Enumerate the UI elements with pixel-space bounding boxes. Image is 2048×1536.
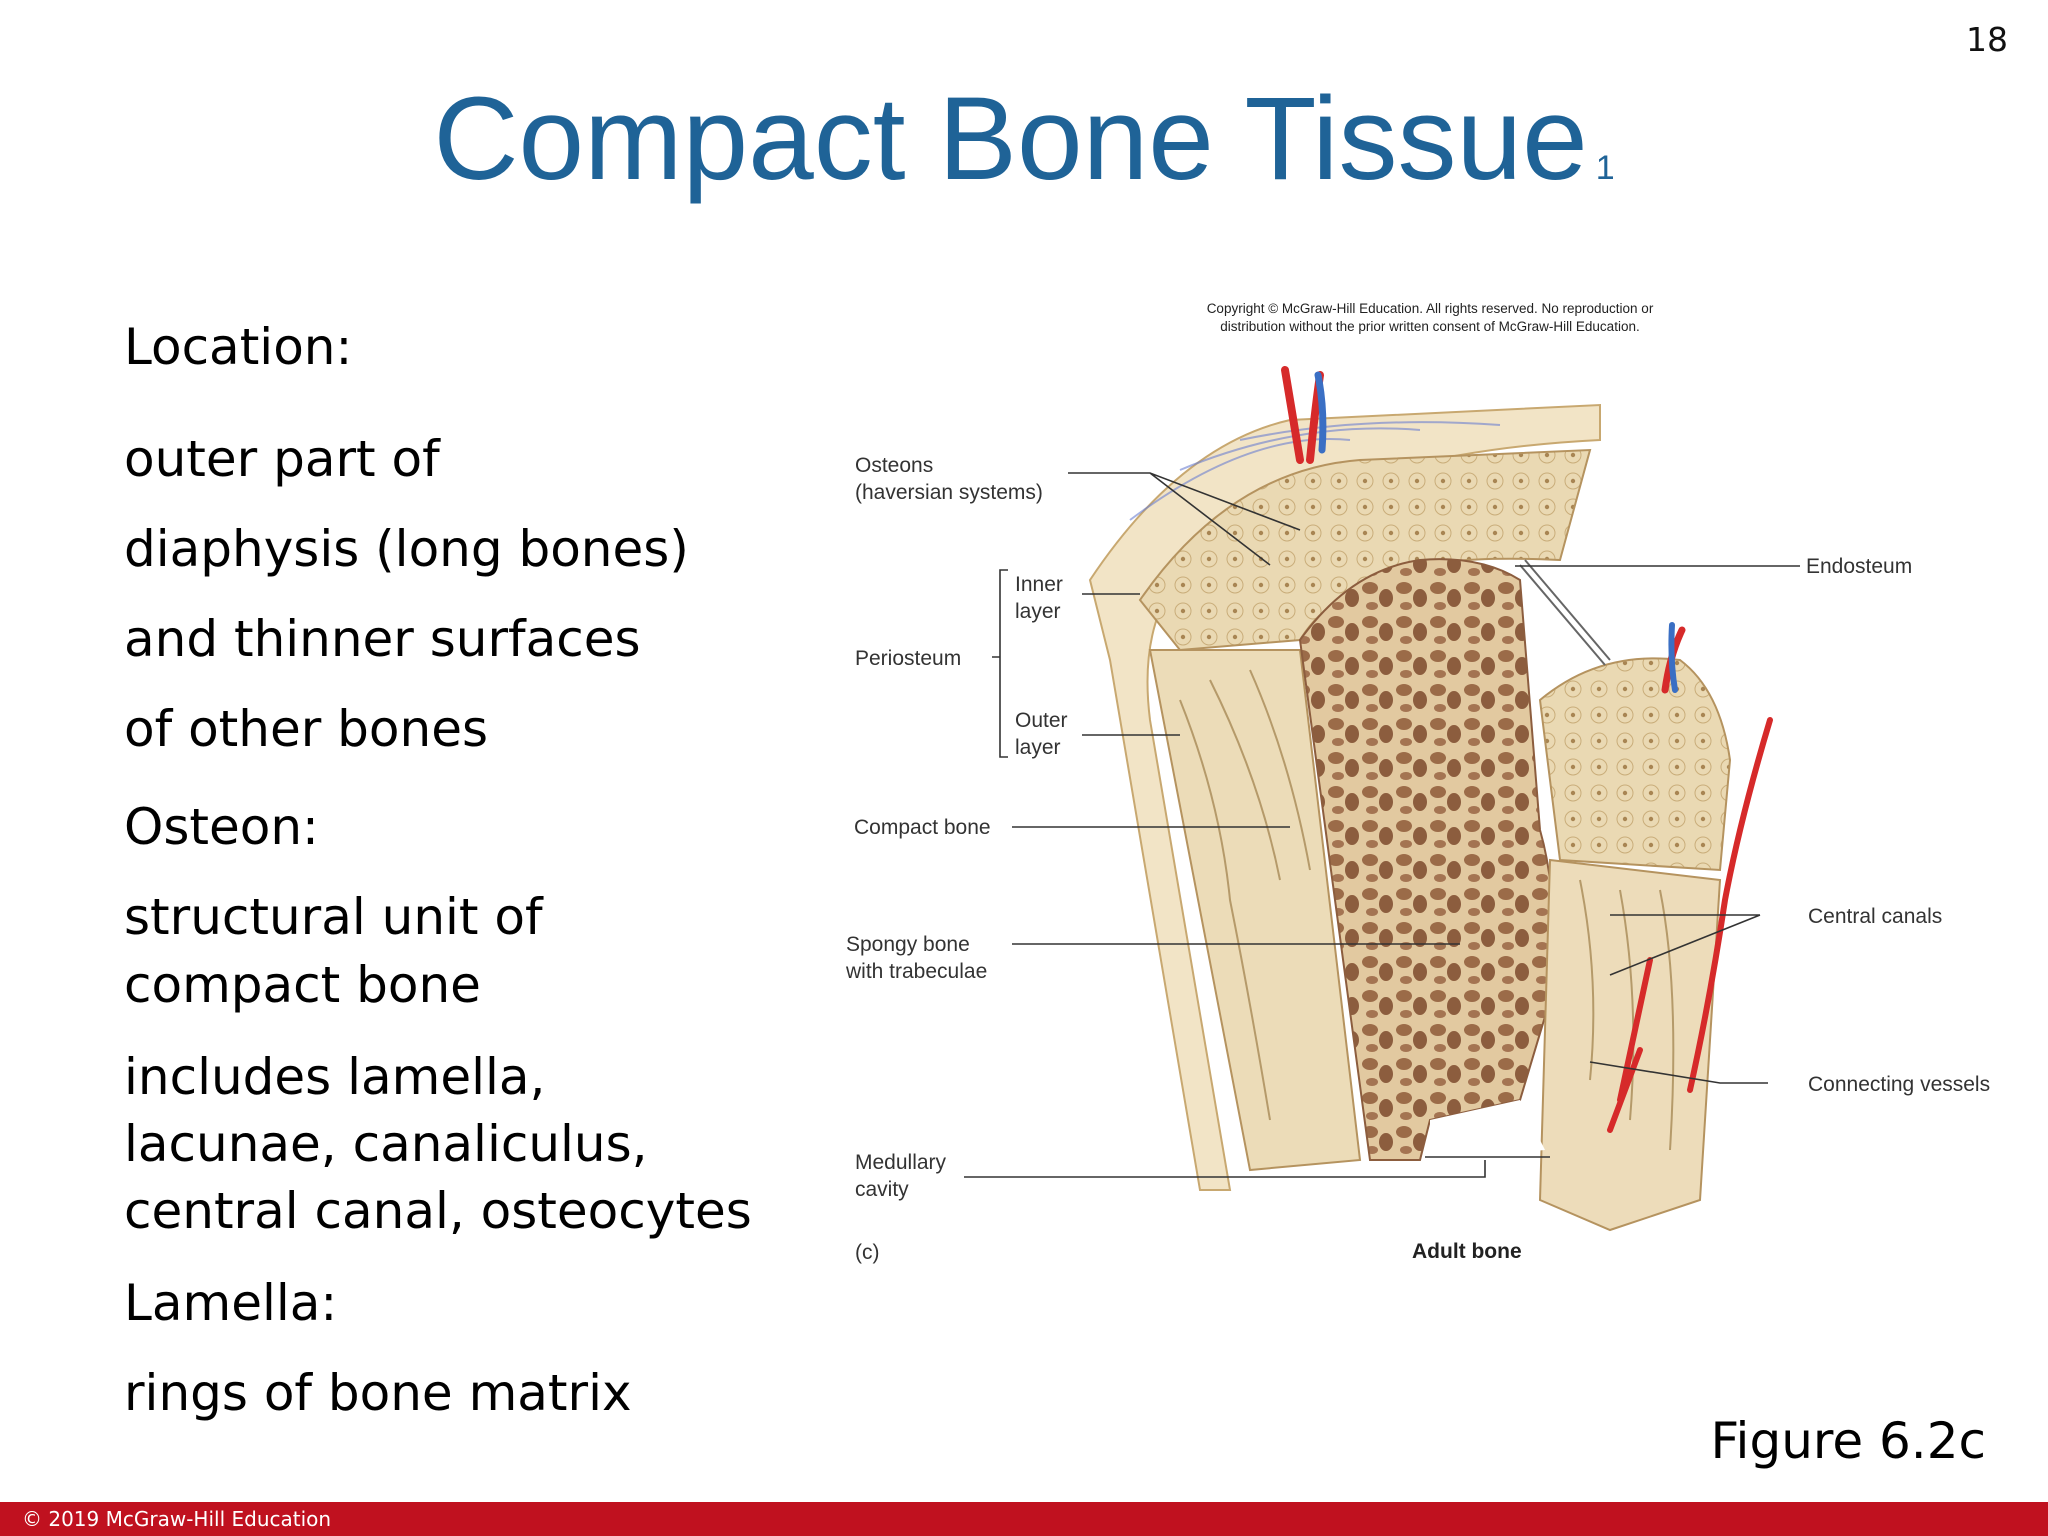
medullary-cavity [1430, 1100, 1545, 1160]
connecting-vessel [1607, 957, 1653, 1133]
bullet-line: central canal, osteocytes [124, 1182, 752, 1240]
figure-label: Figure 6.2c [1710, 1412, 1986, 1470]
title-subscript: 1 [1595, 149, 1615, 187]
bullet-line: of other bones [124, 700, 489, 758]
footer-copyright: © 2019 McGraw-Hill Education [22, 1507, 332, 1531]
label-outer-layer: Outer [1015, 709, 1068, 732]
bullet-line: outer part of [124, 430, 440, 488]
compact-bone-wall [1148, 649, 1362, 1172]
copyright-line: distribution without the prior written c… [1220, 318, 1640, 334]
label-compact-bone: Compact bone [854, 816, 991, 839]
bullet-line: structural unit of [124, 888, 543, 946]
vein-top [1314, 371, 1327, 454]
label-figure-part: (c) [855, 1241, 880, 1264]
bullet-osteon-heading: Osteon: [124, 798, 319, 856]
artery-right-side [1687, 717, 1773, 1093]
title-text: Compact Bone Tissue [433, 73, 1588, 205]
figure-copyright: Copyright © McGraw-Hill Education. All r… [1150, 300, 1710, 335]
label-adult-bone: Adult bone [1412, 1240, 1522, 1263]
endosteum-probe [1519, 559, 1611, 666]
label-periosteum: Periosteum [855, 647, 961, 670]
label-spongy-bone-2: with trabeculae [845, 960, 987, 983]
label-inner-layer-2: layer [1015, 600, 1061, 623]
label-outer-layer-2: layer [1015, 736, 1061, 759]
copyright-line: Copyright © McGraw-Hill Education. All r… [1206, 301, 1654, 316]
bullet-lamella-heading: Lamella: [124, 1274, 338, 1332]
bullet-line: compact bone [124, 956, 481, 1014]
bullet-line: rings of bone matrix [124, 1364, 632, 1422]
slide-number: 18 [1966, 20, 2008, 59]
vein-right-top [1668, 622, 1678, 693]
osteon-cut-surface-right [1538, 657, 1732, 872]
label-medullary-cavity-2: cavity [855, 1178, 909, 1201]
bullet-line: includes lamella, [124, 1048, 546, 1106]
label-medullary-cavity: Medullary [855, 1151, 947, 1174]
label-spongy-bone: Spongy bone [846, 933, 970, 956]
label-endosteum: Endosteum [1806, 555, 1912, 578]
bullet-line: and thinner surfaces [124, 610, 641, 668]
label-connecting-vessels: Connecting vessels [1808, 1073, 1990, 1096]
bullet-line: lacunae, canaliculus, [124, 1115, 648, 1173]
label-central-canals: Central canals [1808, 905, 1942, 928]
label-osteons: Osteons [855, 454, 933, 477]
label-osteons-sub: (haversian systems) [855, 481, 1043, 504]
bullet-location-heading: Location: [124, 318, 353, 376]
label-inner-layer: Inner [1015, 573, 1063, 596]
footer-bar: © 2019 McGraw-Hill Education [0, 1502, 2048, 1536]
bullet-line: diaphysis (long bones) [124, 520, 689, 578]
